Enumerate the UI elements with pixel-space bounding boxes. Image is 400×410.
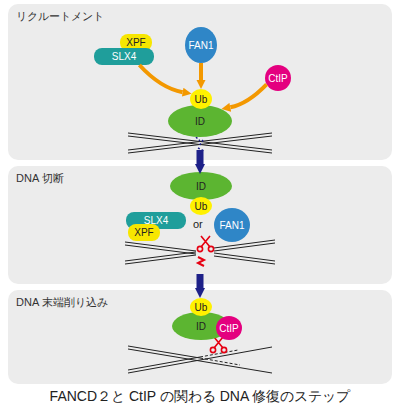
ubiquitin-circle: Ub — [190, 197, 212, 215]
protein-name: FAN1 — [188, 40, 213, 51]
ubiquitin-circle: Ub — [190, 89, 212, 109]
protein-name: CtIP — [268, 73, 287, 84]
protein-name: Ub — [195, 94, 208, 105]
step-heading: リクルートメント — [16, 9, 104, 24]
figure-caption: FANCD２と CtIP の関わる DNA 修復のステップ — [0, 388, 400, 406]
slx4-protein: SLX4 — [94, 48, 154, 65]
protein-name: ID — [195, 116, 205, 127]
protein-name: Ub — [195, 201, 208, 212]
fan1-protein: FAN1 — [214, 208, 250, 242]
protein-name: FAN1 — [219, 220, 244, 231]
step-panel: リクルートメント XPF SLX4 FAN1CtIP UbID — [8, 4, 392, 160]
ubiquitin-circle: Ub — [190, 298, 212, 316]
step-heading: DNA 末端削り込み — [16, 295, 108, 310]
ctip-protein: CtIP — [216, 316, 242, 340]
protein-name: CtIP — [219, 323, 238, 334]
step-panel: DNA 末端削り込み UbID CtIP — [8, 290, 392, 384]
protein-name: XPF — [126, 37, 145, 48]
protein-name: SLX4 — [112, 51, 136, 62]
id-complex: ID — [170, 172, 232, 200]
step-heading: DNA 切断 — [16, 171, 64, 186]
xpf-protein: XPF — [128, 224, 160, 241]
alternative-label: or — [193, 218, 203, 230]
protein-name: ID — [196, 181, 206, 192]
id-complex: ID — [168, 105, 232, 137]
protein-name: ID — [196, 321, 206, 332]
protein-name: XPF — [134, 227, 153, 238]
fan1-protein: FAN1 — [185, 27, 217, 63]
protein-name: Ub — [195, 302, 208, 313]
ctip-protein: CtIP — [265, 65, 291, 91]
